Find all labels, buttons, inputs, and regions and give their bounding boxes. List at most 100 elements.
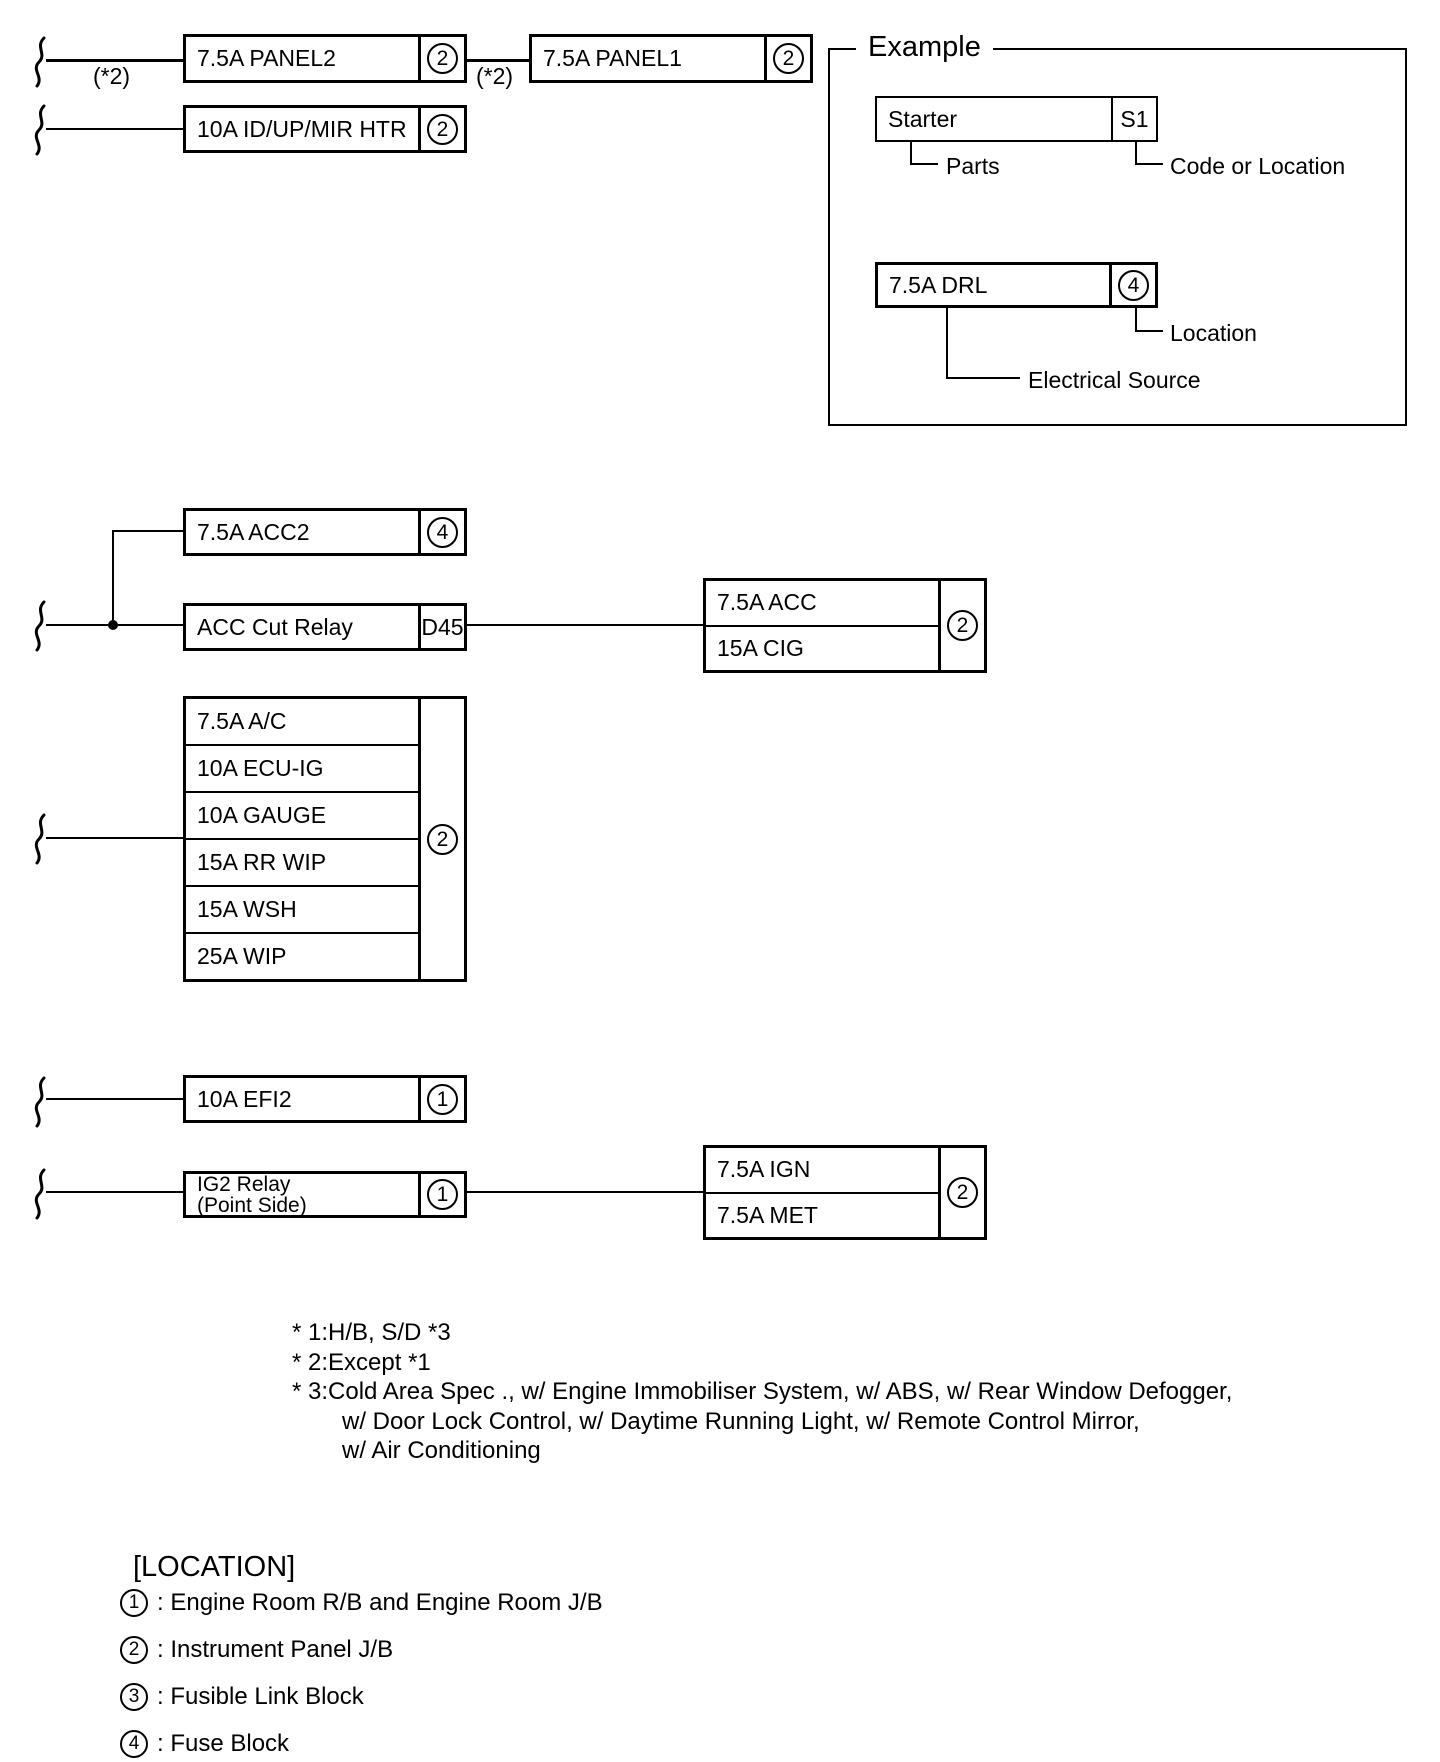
location-badge-cell: 4 [1109,265,1155,305]
location-badge-cell: 1 [418,1174,464,1215]
fuse-label: 10A ECU-IG [186,744,418,791]
location-badge-cell: 2 [764,37,810,80]
wire [46,1098,183,1100]
wire [467,1191,703,1193]
footnote-line: * 2:Except *1 [292,1348,431,1376]
location-item: 2 : Instrument Panel J/B [120,1636,393,1664]
location-badge: 1 [427,1083,458,1115]
leader-line [946,377,1020,379]
location-item-label: : Fusible Link Block [157,1683,364,1710]
leader-line [910,142,912,165]
relay-box-acc-cut: ACC Cut Relay D45 [183,603,467,651]
location-caption: Location [1170,320,1257,346]
source-label: 7.5A DRL [889,271,988,298]
footnote-line: * 3:Cold Area Spec ., w/ Engine Immobili… [292,1378,1233,1405]
location-item: 3 : Fusible Link Block [120,1683,364,1711]
leader-line [1135,330,1163,332]
leader-line [1135,142,1137,165]
location-badge-cell: 4 [418,511,464,553]
wire [112,530,114,625]
fuse-label: 7.5A PANEL1 [543,45,682,71]
relay-label-line2: (Point Side) [197,1193,307,1217]
location-badge: 2 [427,113,458,145]
fuse-label: 7.5A A/C [197,708,287,734]
wire-break-icon [34,1168,46,1220]
location-badge: 2 [120,1636,148,1664]
location-badge: 1 [120,1589,148,1617]
location-badge-cell: 2 [418,699,464,979]
example-title: Example [856,31,993,64]
location-badge: 2 [427,43,458,74]
fuse-box-acc2: 7.5A ACC2 4 [183,508,467,556]
fuse-label: 7.5A ACC2 [197,518,310,545]
code-cell: D45 [418,606,464,648]
wire-break-icon [34,104,46,156]
location-badge: 2 [773,43,804,74]
fuse-label: 25A WIP [186,932,418,979]
fuse-label: 15A RR WIP [186,838,418,885]
code-cell: S1 [1111,98,1156,140]
parts-caption: Parts [946,153,1000,179]
fuse-label: 10A ID/UP/MIR HTR [197,115,407,142]
wire [46,59,183,62]
wire-break-icon [34,600,46,652]
code-caption: Code or Location [1170,153,1346,179]
location-badge: 3 [120,1683,148,1711]
relay-label: ACC Cut Relay [197,613,353,640]
fuse-box-panel1: 7.5A PANEL1 2 [529,34,813,83]
wire [46,837,183,839]
variant-note: (*2) [93,63,131,89]
location-badge: 4 [427,516,458,548]
location-item-label: : Instrument Panel J/B [157,1636,394,1663]
parts-label: Starter [888,105,958,132]
footnote-line: w/ Door Lock Control, w/ Daytime Running… [342,1407,1140,1435]
location-item-label: : Engine Room R/B and Engine Room J/B [157,1589,603,1616]
location-item: 4 : Fuse Block [120,1730,289,1758]
wire [112,530,183,532]
variant-note: (*2) [476,63,514,89]
wire [46,128,183,130]
relay-label-line1: IG2 Relay [197,1172,291,1196]
fuse-box-list: 7.5A A/C 10A ECU-IG 10A GAUGE 15A RR WIP… [183,696,467,982]
fuse-box-ign-met: 7.5A IGN 7.5A MET 2 [703,1145,987,1240]
location-badge: 1 [427,1179,458,1210]
fuse-label: 7.5A MET [706,1191,938,1238]
fuse-rows: 7.5A IGN 7.5A MET [706,1148,938,1237]
example-drl-box: 7.5A DRL 4 [875,262,1158,308]
source-caption: Electrical Source [1028,367,1201,393]
fuse-label: 10A GAUGE [186,791,418,838]
location-badge-cell: 2 [418,108,464,150]
location-badge: 2 [427,823,458,855]
location-item-label: : Fuse Block [157,1730,290,1757]
fuse-label: 7.5A IGN [717,1156,811,1183]
fuse-label: 10A EFI2 [197,1085,292,1112]
fuse-box-efi2: 10A EFI2 1 [183,1075,467,1123]
fuse-label: 15A CIG [706,624,938,671]
leader-line [946,308,948,379]
example-starter-box: Starter S1 [875,96,1158,142]
fuse-rows: 7.5A ACC 15A CIG [706,581,938,670]
fuse-label: 7.5A ACC [717,589,817,616]
leader-line [1135,163,1163,165]
fuse-box-acc-cig: 7.5A ACC 15A CIG 2 [703,578,987,673]
location-badge: 4 [1118,269,1149,301]
wire [46,1191,183,1193]
location-badge-cell: 2 [938,1148,984,1237]
leader-line [910,163,938,165]
fuse-label: 7.5A PANEL2 [197,45,336,71]
fuse-rows: 7.5A A/C 10A ECU-IG 10A GAUGE 15A RR WIP… [186,699,418,979]
relay-box-ig2: IG2 Relay (Point Side) 1 [183,1171,467,1218]
footnote-line: * 1:H/B, S/D *3 [292,1319,451,1346]
location-badge: 2 [947,1177,978,1208]
junction-dot-icon [108,620,118,630]
fuse-box-panel2: 7.5A PANEL2 2 [183,34,467,83]
wire-break-icon [34,1076,46,1128]
fuse-label: 15A WSH [186,885,418,932]
wire [467,59,529,62]
relay-label: IG2 Relay (Point Side) [186,1172,418,1217]
location-badge-cell: 1 [418,1078,464,1120]
wire [467,624,703,626]
location-badge-cell: 2 [938,581,984,670]
example-legend-box: Example [828,31,1407,426]
leader-line [1135,308,1137,332]
